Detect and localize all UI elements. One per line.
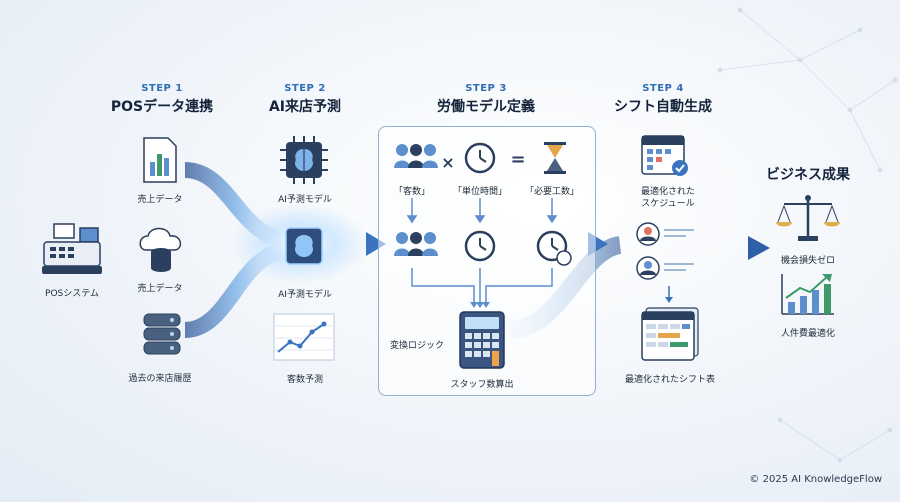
calendar-check-icon [641,135,688,176]
step2-item-3: 客数予測 [286,375,324,385]
clock-icon-3 [536,230,572,266]
people-icon [394,144,438,168]
step1-title: POSデータ連携 [110,99,214,115]
document-chart-icon [143,137,177,183]
step3-label: STEP 3 [465,83,507,94]
step1-item-3: 過去の来店履歴 [128,374,192,384]
growth-chart-icon [781,274,834,315]
step4-title: シフト自動生成 [614,99,712,115]
step3-diagram [394,142,572,369]
arrow-to-step3 [366,232,386,256]
shift-table-icon [641,307,699,361]
step2-item-1: AI予測モデル [278,195,332,205]
calc-label: スタッフ数算出 [450,380,514,390]
forecast-chart-icon [273,313,335,361]
arrow-to-outcomes [748,236,770,260]
step2-label: STEP 2 [284,83,326,94]
equals-sign: = [510,149,526,170]
times-sign: × [441,153,455,172]
calculator-icon [459,311,505,369]
arrow-down-icon [665,286,673,303]
step3-label-unit-time: 「単位時間」 [452,187,508,197]
network-decoration [717,7,898,463]
step1-item-2: 売上データ [137,284,183,294]
database-server-icon [143,313,181,355]
step3-label-customers: 「客数」 [393,187,431,197]
clock-icon [464,142,496,174]
logic-label: 変換ロジック [390,341,445,351]
step4-item-2: 最適化されたシフト表 [624,375,716,385]
ai-chip-brain-icon [280,136,328,184]
clock-icon-2 [464,230,496,262]
copyright: © 2025 AI KnowledgeFlow [749,474,882,485]
outcome-2: 人件費最適化 [780,329,836,339]
outcome-1: 機会損失ゼロ [780,256,836,266]
step1-item-1: 売上データ [137,195,183,205]
ai-chip-glow-icon [285,227,323,265]
scales-icon [776,195,840,241]
step2-item-2: AI予測モデル [278,290,332,300]
pos-system-label: POSシステム [45,289,99,299]
staff-assignment-icon [636,222,694,280]
step4-label: STEP 4 [642,83,684,94]
step3-label-workload: 「必要工数」 [524,187,580,197]
step4-item-1: 最適化された スケジュール [640,187,696,209]
step3-title: 労働モデル定義 [437,99,535,115]
cloud-database-icon [139,227,182,272]
people-icon-2 [394,232,438,256]
cash-register-icon [42,223,102,274]
step2-title: AI来店予測 [268,99,342,115]
hourglass-icon [544,142,566,174]
outcome-title: ビジネス成果 [766,167,850,183]
step1-label: STEP 1 [141,83,183,94]
